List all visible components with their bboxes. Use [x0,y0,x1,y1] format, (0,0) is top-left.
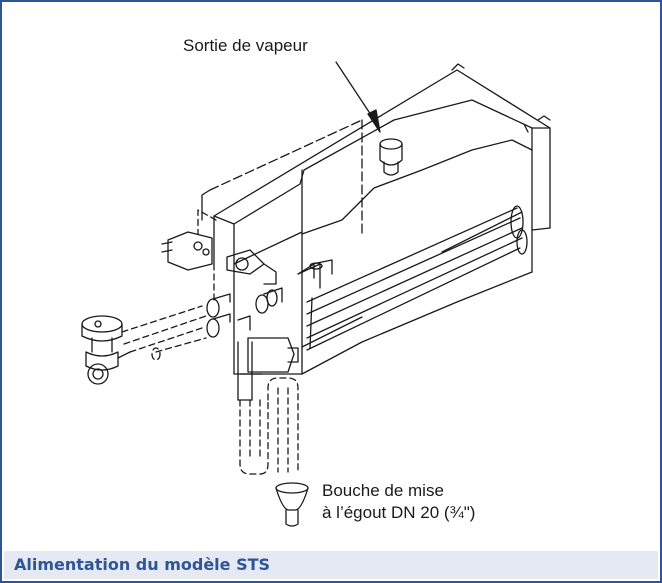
front-fittings [206,287,283,338]
drain-pump [237,337,299,401]
drain-label: Bouche de mise à l’égout DN 20 (¾") [322,480,475,524]
supply-piping [121,209,217,361]
steam-outlet-pointer [335,61,381,133]
cabinet-body [201,63,551,375]
drain-funnel [275,482,309,527]
drain-piping [239,377,299,475]
drain-label-line2: à l’égout DN 20 (¾") [322,503,476,522]
caption-bar: Alimentation du modèle STS [4,551,658,579]
humidifier-diagram [81,61,551,527]
inlet-valve-block [161,231,315,285]
drain-label-line1: Bouche de mise [322,481,444,500]
steam-outlet-label: Sortie de vapeur [183,36,308,55]
steam-outlet-nozzle [379,138,403,176]
housing-back-outline [209,119,363,235]
figure-caption: Alimentation du modèle STS [14,555,271,574]
tank-internals [297,259,333,289]
supply-valve [81,315,131,385]
heater-tubes [306,205,528,351]
